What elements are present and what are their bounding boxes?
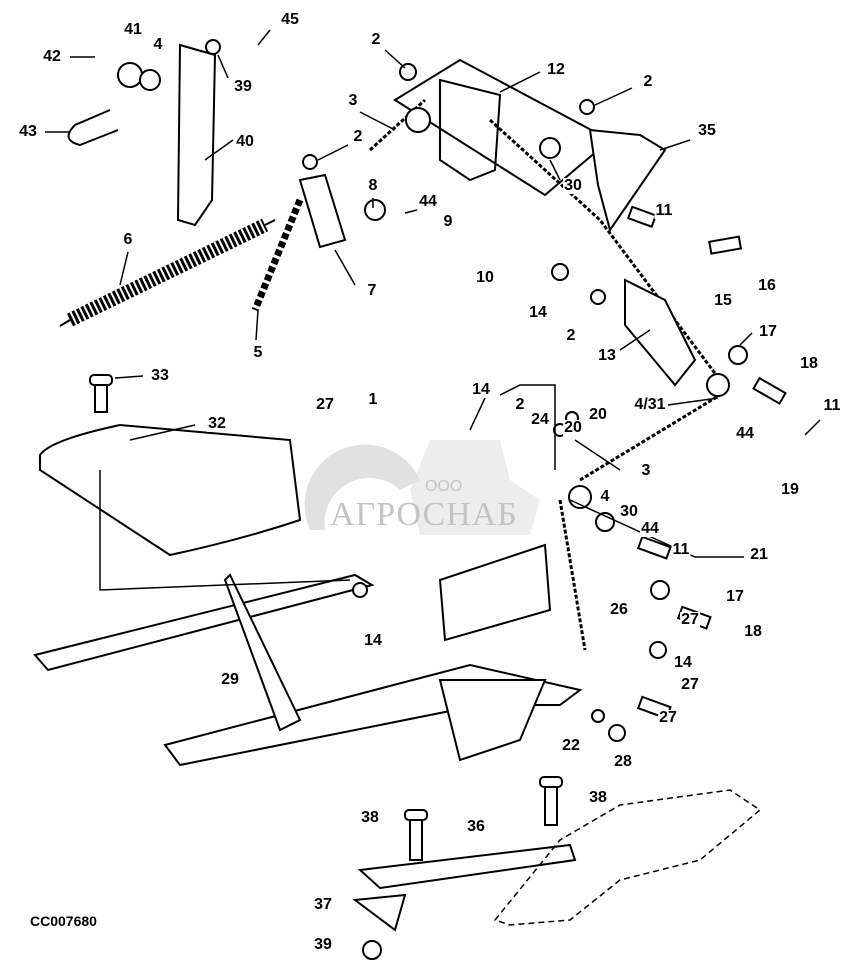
callout: 27	[658, 709, 678, 726]
callout: 4/31	[633, 396, 667, 413]
callout: 1	[367, 391, 379, 408]
callout: 27	[315, 396, 335, 413]
callout: 14	[673, 654, 693, 671]
callout: 11	[822, 397, 842, 414]
callout: 27	[680, 676, 700, 693]
callout: 15	[713, 292, 733, 309]
callout: 2	[514, 396, 526, 413]
callout: 43	[18, 123, 38, 140]
callout: 33	[150, 367, 170, 384]
callout: 41	[123, 21, 143, 38]
callout: 38	[360, 809, 380, 826]
callout: 39	[233, 78, 253, 95]
callout: 17	[758, 323, 778, 340]
callout: 44	[418, 193, 438, 210]
callout: 36	[466, 818, 486, 835]
watermark-name: АГРОСНАБ	[330, 496, 518, 533]
callout: 26	[609, 601, 629, 618]
callout: 28	[613, 753, 633, 770]
callout: 19	[780, 481, 800, 498]
callout: 38	[588, 789, 608, 806]
callout: 44	[640, 520, 660, 537]
callout: 30	[563, 177, 583, 194]
cable-3	[368, 98, 722, 651]
bracket-36	[357, 843, 577, 890]
callout: 39	[313, 936, 333, 953]
diagram-code: CC007680	[30, 913, 97, 929]
plate-13	[624, 278, 697, 387]
cover-plate-32	[39, 423, 302, 557]
u-bolt-43	[67, 109, 119, 147]
callout: 13	[597, 347, 617, 364]
frame-29	[33, 573, 375, 672]
callout: 6	[122, 231, 134, 248]
callout: 45	[280, 11, 300, 28]
link-7	[298, 173, 347, 249]
callout: 24	[530, 411, 550, 428]
callout: 3	[347, 92, 359, 109]
callout: 12	[546, 61, 566, 78]
callout: 27	[680, 611, 700, 628]
callout: 32	[207, 415, 227, 432]
bracket-40	[176, 43, 217, 227]
callout: 2	[352, 128, 364, 145]
callout: 17	[725, 588, 745, 605]
callout: 11	[671, 541, 691, 558]
callout: 4	[152, 36, 164, 53]
callout: 14	[471, 381, 491, 398]
spring-6	[66, 218, 269, 327]
callout: 4	[599, 488, 611, 505]
plate-21	[438, 543, 552, 642]
callout: 16	[757, 277, 777, 294]
watermark-prefix: ООО	[425, 478, 463, 495]
callout: 3	[640, 462, 652, 479]
bolts	[89, 205, 787, 861]
callout: 42	[42, 48, 62, 65]
callout: 14	[528, 304, 548, 321]
callout: 30	[619, 503, 639, 520]
callout: 8	[367, 177, 379, 194]
callout: 5	[252, 344, 264, 361]
callout: 40	[235, 133, 255, 150]
callout: 11	[654, 202, 674, 219]
chain-5	[251, 198, 304, 312]
callout: 14	[363, 632, 383, 649]
callout: 9	[442, 213, 454, 230]
plate-37	[352, 893, 407, 932]
callout: 2	[370, 31, 382, 48]
bracket-12	[439, 78, 502, 182]
harvester-gear-icon	[304, 440, 540, 535]
callout: 22	[561, 737, 581, 754]
callout: 7	[366, 282, 378, 299]
callout: 21	[749, 546, 769, 563]
callout: 18	[799, 355, 819, 372]
watermark-logo: ООО АГРОСНАБ	[300, 420, 560, 540]
callout: 37	[313, 896, 333, 913]
callout: 29	[220, 671, 240, 688]
callout: 20	[563, 419, 583, 436]
callout: 2	[565, 327, 577, 344]
leader-lines	[45, 29, 821, 591]
callout: 44	[735, 425, 755, 442]
callout: 35	[697, 122, 717, 139]
callout: 20	[588, 406, 608, 423]
callout: 10	[475, 269, 495, 286]
callout: 18	[743, 623, 763, 640]
plate-35	[588, 128, 667, 233]
callout: 2	[642, 73, 654, 90]
